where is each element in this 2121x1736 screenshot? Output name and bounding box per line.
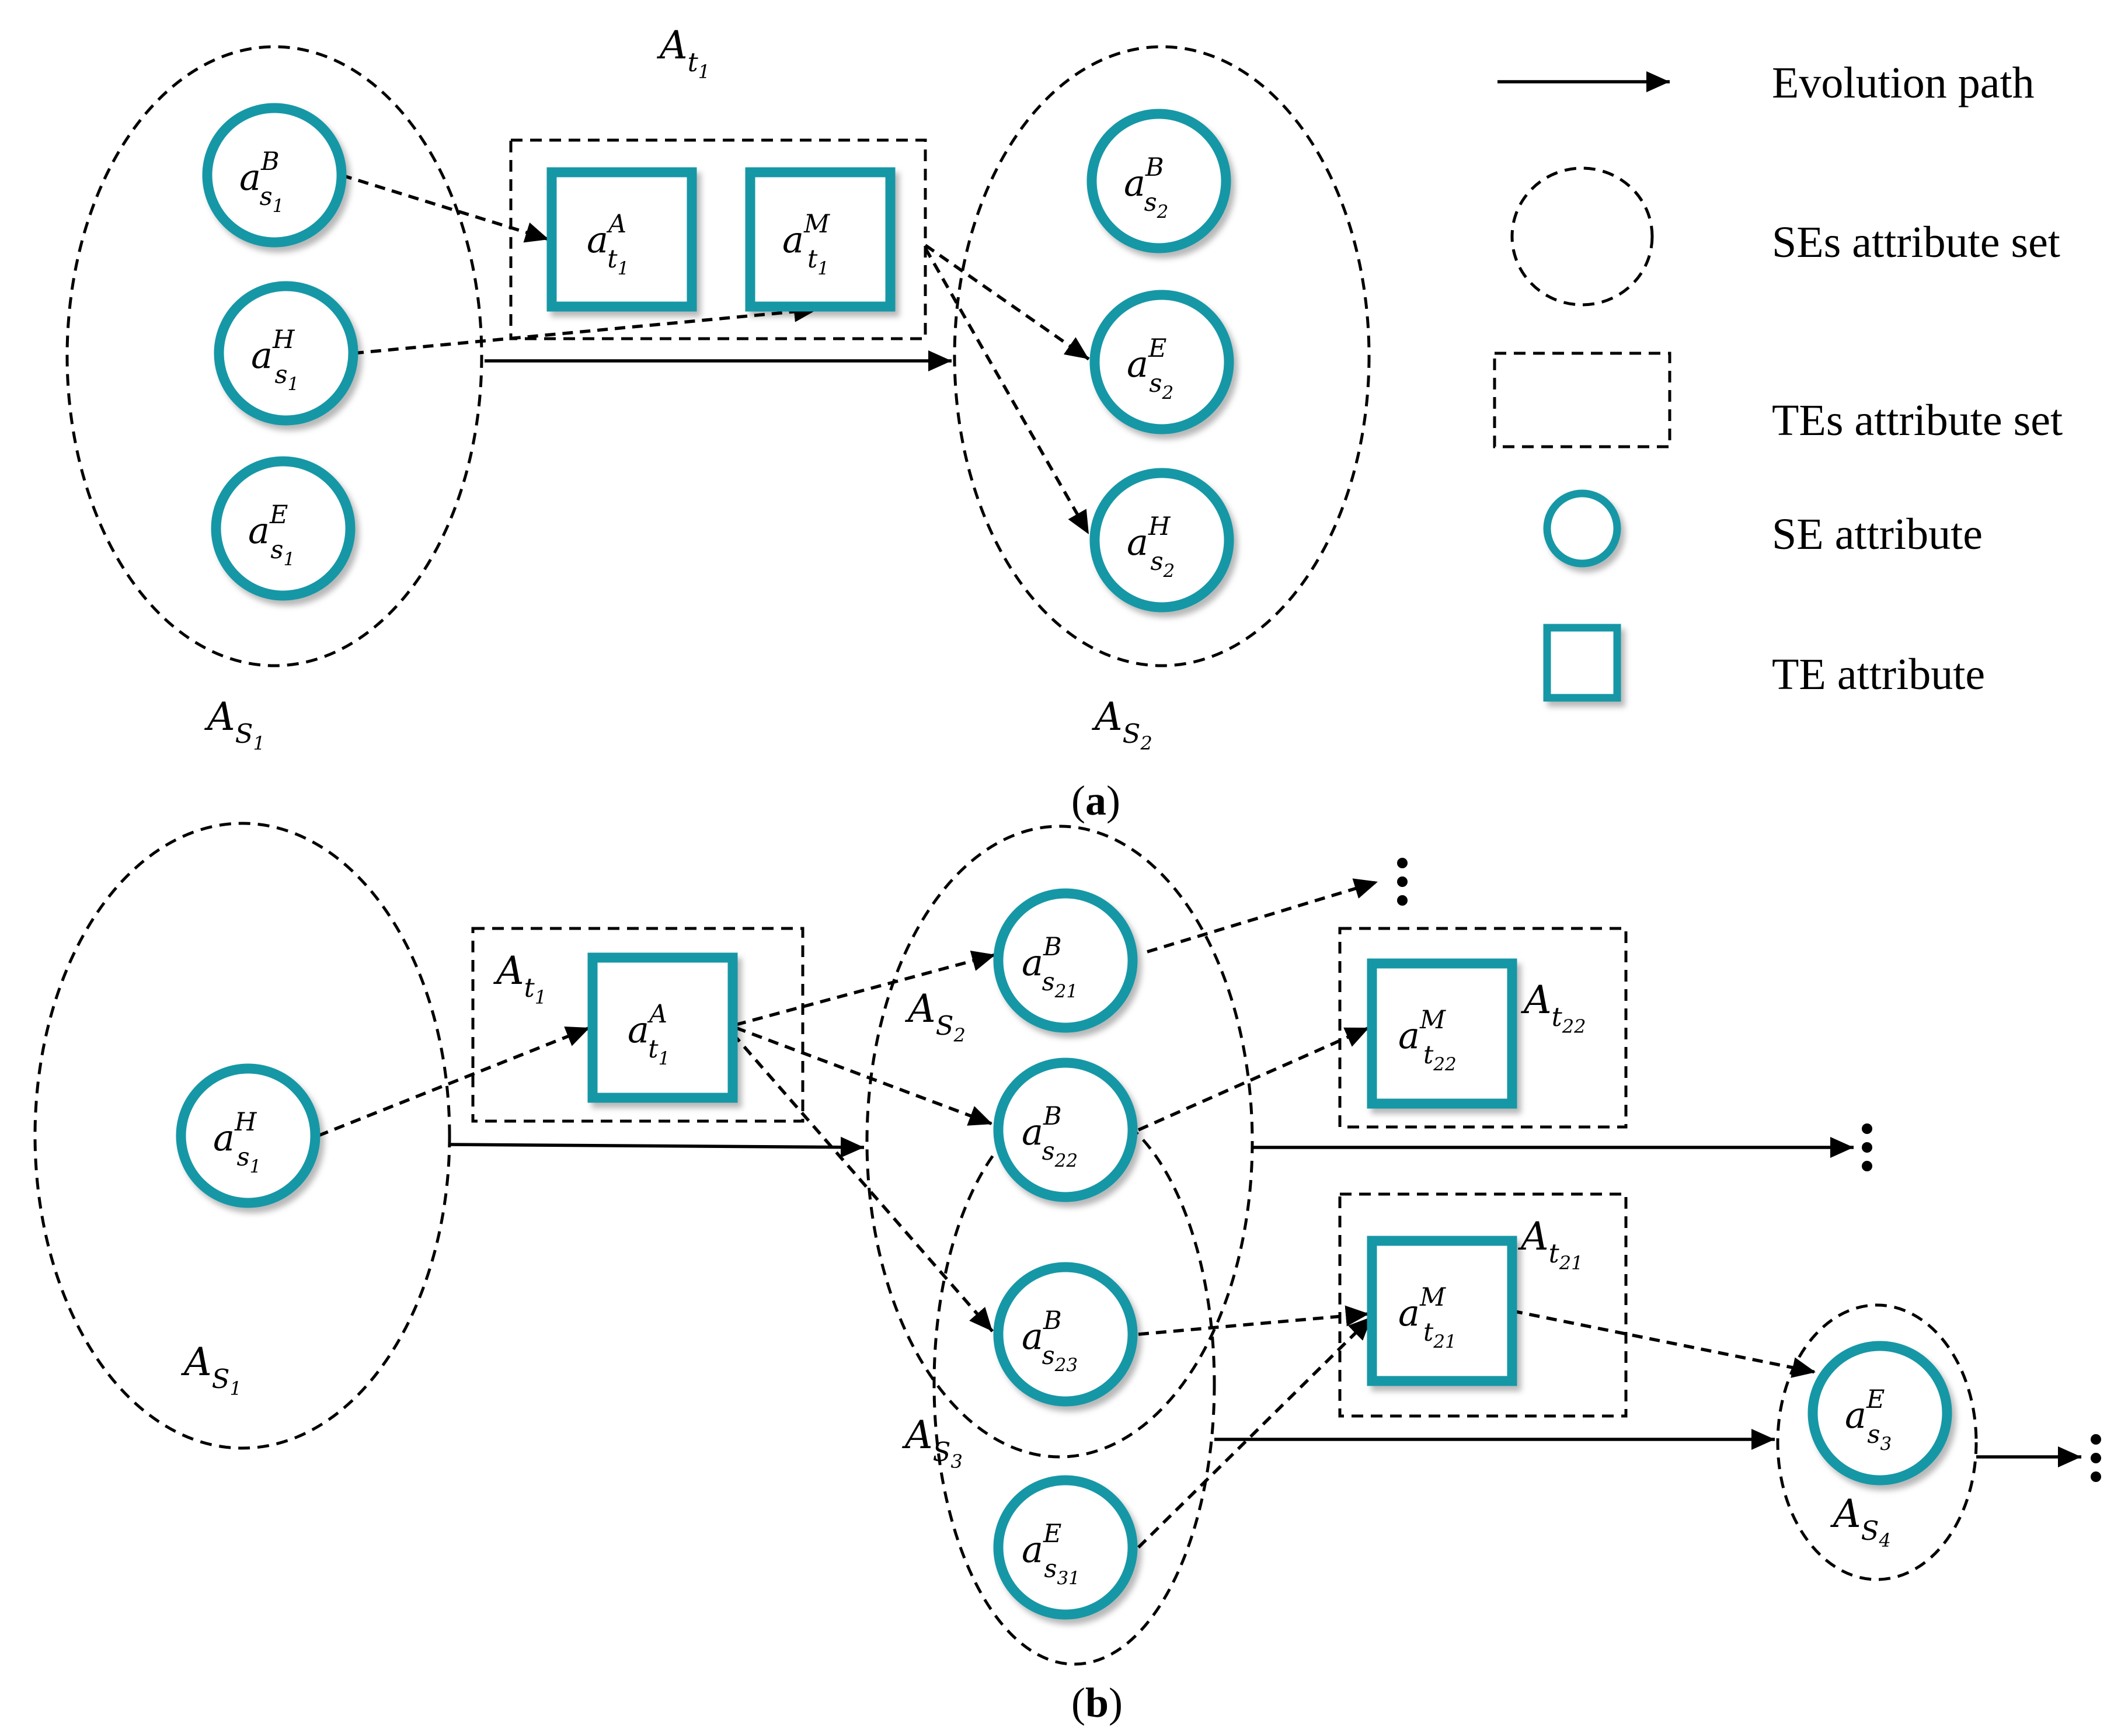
continuation-dots-middle — [1862, 1123, 1872, 1171]
edge-at1M-as2H — [924, 247, 1091, 535]
legend-ses-set-symbol — [1510, 166, 1654, 307]
legend-te-attribute-label: TE attribute — [1772, 650, 1985, 699]
continuation-dots-right — [2091, 1434, 2101, 1482]
set-rect-At1-b — [471, 927, 804, 1123]
edge-at1A-as21B — [735, 951, 996, 1027]
node-as23B — [993, 1262, 1138, 1407]
node-as31E — [993, 1475, 1138, 1620]
set-ellipse-As1 — [65, 45, 483, 667]
evolution-path-b1 — [449, 1136, 865, 1158]
caption-a: (a) — [1071, 777, 1120, 824]
set-ellipse-As3-b — [932, 1102, 1216, 1666]
edge-as31E-at21M — [1137, 1316, 1373, 1549]
legend: Evolution path SEs attribute set TEs att… — [1493, 58, 2063, 702]
set-rect-At1 — [509, 138, 927, 340]
legend-se-attribute-symbol — [1543, 489, 1621, 568]
set-rect-At22-b — [1338, 927, 1628, 1129]
set-label-At21-b: At21 — [1517, 1214, 1583, 1274]
edge-at1A-as23B — [731, 1032, 994, 1333]
set-label-At1: At1 — [656, 23, 710, 83]
edge-as22B-at22M — [1137, 1026, 1370, 1132]
set-label-As1: AS1 — [204, 694, 265, 754]
node-as21B — [993, 888, 1138, 1033]
edge-as1H-at1M — [353, 301, 818, 355]
set-label-As2: AS2 — [1091, 694, 1152, 754]
set-ellipse-As2 — [953, 45, 1371, 667]
node-as1H-b — [176, 1063, 321, 1208]
node-as2E — [1089, 290, 1234, 434]
edge-as1H-at1A-b — [317, 1026, 591, 1137]
edge-as23B-at21M — [1138, 1305, 1370, 1336]
legend-tes-set-symbol — [1493, 352, 1671, 448]
legend-evolution-path-label: Evolution path — [1772, 58, 2035, 107]
edge-at1M-as2E — [924, 243, 1090, 361]
set-ellipse-As1-b — [33, 822, 451, 1450]
set-label-As3-b: AS3 — [901, 1413, 963, 1473]
node-at1M — [745, 167, 896, 312]
edge-as1B-at1A — [341, 173, 549, 243]
set-ellipse-As4-b — [1776, 1303, 1978, 1581]
node-at22M — [1367, 958, 1517, 1109]
edge-as21B-dots — [1147, 878, 1378, 954]
node-as1E — [211, 456, 356, 601]
legend-te-attribute-symbol — [1543, 624, 1621, 702]
legend-ses-set-label: SEs attribute set — [1772, 218, 2060, 267]
legend-se-attribute-label: SE attribute — [1772, 510, 1983, 559]
node-at21M — [1367, 1236, 1517, 1386]
set-rect-At21-b — [1338, 1192, 1628, 1418]
set-label-At1-b: At1 — [493, 948, 546, 1008]
set-label-As1-b: AS1 — [180, 1340, 242, 1400]
edge-at1A-as22B — [735, 1026, 993, 1126]
set-ellipse-As2-b — [865, 824, 1254, 1459]
legend-tes-set-label: TEs attribute set — [1772, 396, 2063, 445]
node-as3E — [1807, 1341, 1952, 1485]
node-at1A — [546, 167, 697, 312]
set-label-As4-b: AS4 — [1830, 1491, 1891, 1551]
set-label-As2-b: AS2 — [904, 986, 966, 1046]
node-as2B — [1086, 109, 1231, 253]
node-as1B — [202, 103, 347, 248]
node-at1A-b — [587, 952, 738, 1103]
node-as2H — [1089, 468, 1234, 613]
caption-b: (b) — [1071, 1679, 1123, 1726]
continuation-dots-top — [1397, 858, 1408, 906]
node-as1H — [214, 281, 358, 426]
node-as22B — [993, 1057, 1138, 1202]
set-label-At22-b: At22 — [1520, 977, 1586, 1038]
edge-at21M-as3E — [1511, 1309, 1816, 1378]
